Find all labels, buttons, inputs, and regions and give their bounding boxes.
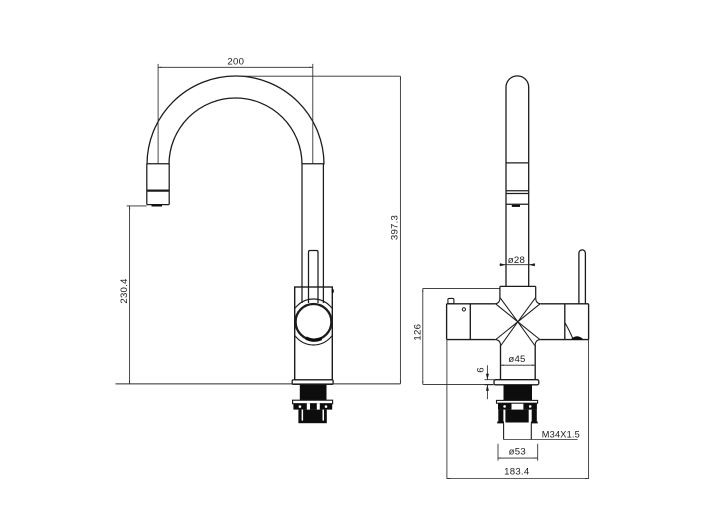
cartridge-back-circle xyxy=(295,298,332,346)
front-view xyxy=(445,75,590,440)
dim-plate-thickness xyxy=(484,365,495,400)
base-plate-front xyxy=(493,379,540,386)
dim-body-height xyxy=(422,287,500,385)
lever-handle-front xyxy=(578,249,587,304)
mounting-bolts-side xyxy=(293,403,333,411)
dim-label-d53: ø53 xyxy=(509,447,526,458)
dim-label-d28: ø28 xyxy=(508,255,525,266)
dim-label-126: 126 xyxy=(412,324,423,341)
dim-label-397-3: 397.3 xyxy=(389,215,400,240)
ball-bottom-shadow xyxy=(305,336,323,342)
lever-handle-side xyxy=(307,249,319,303)
thread-shank-side xyxy=(299,384,327,401)
dim-label-d45: ø45 xyxy=(508,354,525,365)
set-screw-nib xyxy=(331,289,334,293)
dimensions-front-view xyxy=(422,263,590,480)
cross-intersection-lines xyxy=(495,297,541,347)
aerator-tip xyxy=(151,204,162,207)
handle-base-shadow xyxy=(570,336,584,340)
ball-joint-circle xyxy=(294,302,333,341)
thread-shank-front xyxy=(503,384,532,401)
dim-label-m34: M34X1.5 xyxy=(542,430,580,440)
dim-spout-diameter xyxy=(499,263,536,267)
dimensions-side-view xyxy=(126,63,401,385)
mounting-bolts-front xyxy=(498,403,537,410)
dim-overall-width xyxy=(446,339,590,480)
dim-label-230-4: 230.4 xyxy=(119,278,130,304)
spout-column-front xyxy=(505,75,530,287)
dim-spout-reach xyxy=(157,63,314,164)
indicator-bump xyxy=(447,297,455,305)
dim-overall-height xyxy=(238,75,401,385)
dim-base-diameter xyxy=(497,443,539,461)
mounting-studs-front xyxy=(497,409,538,424)
dim-label-6: 6 xyxy=(475,367,486,373)
dim-label-183-4: 183.4 xyxy=(504,466,530,477)
side-view xyxy=(146,75,334,424)
indicator-dot xyxy=(461,307,466,312)
thread-lower-block-side xyxy=(298,409,327,424)
spout-button xyxy=(511,204,520,207)
spout-inner-arc xyxy=(168,97,303,165)
handle-hub-curve xyxy=(564,322,574,340)
spout-outer-arc xyxy=(146,75,325,165)
mounting-bar-front xyxy=(495,399,539,404)
dim-label-200: 200 xyxy=(227,56,244,67)
spray-head xyxy=(146,163,170,207)
body-hub-front xyxy=(494,285,541,345)
dim-outlet-height xyxy=(126,205,147,385)
mounting-bar-side xyxy=(292,399,334,405)
